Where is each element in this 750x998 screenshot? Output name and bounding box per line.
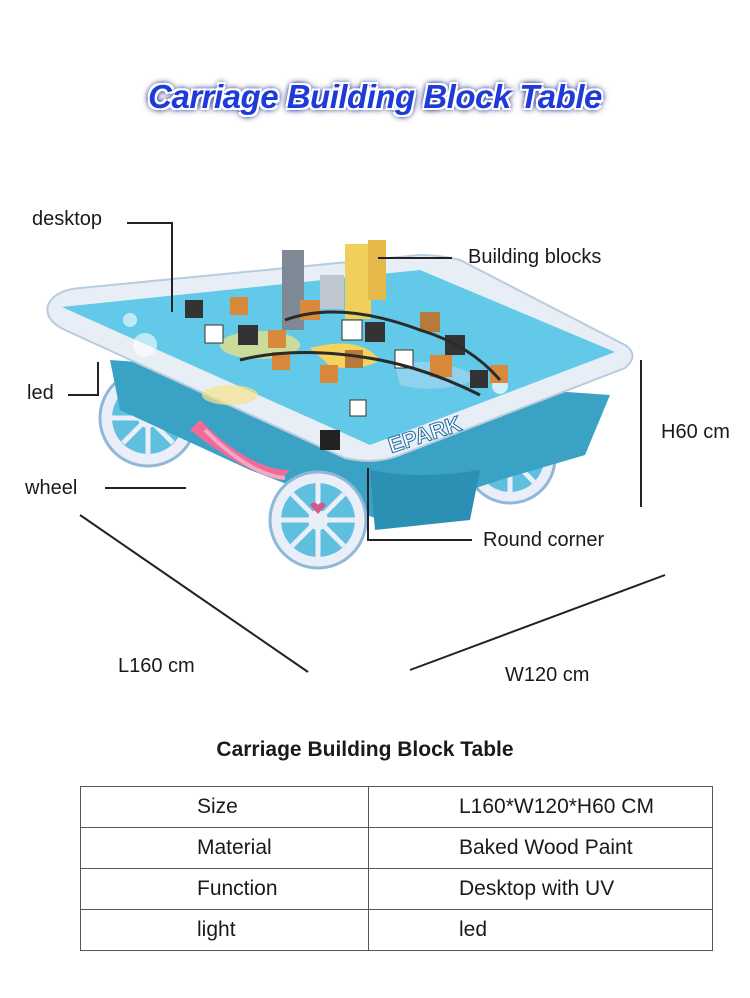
wheel-front-left <box>268 470 368 570</box>
width-dimension-line <box>409 574 666 671</box>
callout-width: W120 cm <box>505 664 590 686</box>
round-corner-leader-line <box>367 468 472 541</box>
spec-heading: Carriage Building Block Table <box>216 738 514 761</box>
spec-key: light <box>80 909 369 951</box>
table-row: light led <box>80 909 713 951</box>
building-blocks <box>185 240 508 450</box>
table-row: Function Desktop with UV <box>80 868 713 910</box>
spec-value: L160*W120*H60 CM <box>368 786 713 828</box>
callout-desktop: desktop <box>32 208 103 230</box>
spec-table: Size L160*W120*H60 CM Material Baked Woo… <box>80 786 713 951</box>
callout-height: H60 cm <box>661 421 730 443</box>
callout-round-corner: Round corner <box>483 529 605 551</box>
spec-value: Baked Wood Paint <box>368 827 713 869</box>
table-row: Material Baked Wood Paint <box>80 827 713 869</box>
table-row: Size L160*W120*H60 CM <box>80 786 713 828</box>
callout-led: led <box>27 382 54 404</box>
length-dimension-line <box>79 514 309 673</box>
spec-value: Desktop with UV <box>368 868 713 910</box>
callout-length: L160 cm <box>118 655 195 677</box>
led-leader-line <box>68 362 99 396</box>
spec-key: Size <box>80 786 369 828</box>
callout-building-blocks: Building blocks <box>468 246 602 268</box>
spec-key: Material <box>80 827 369 869</box>
spec-value: led <box>368 909 713 951</box>
spec-key: Function <box>80 868 369 910</box>
desktop-leader-line <box>127 222 173 312</box>
callout-wheel: wheel <box>25 477 78 499</box>
page-title: Carriage Building Block Table <box>148 78 602 115</box>
